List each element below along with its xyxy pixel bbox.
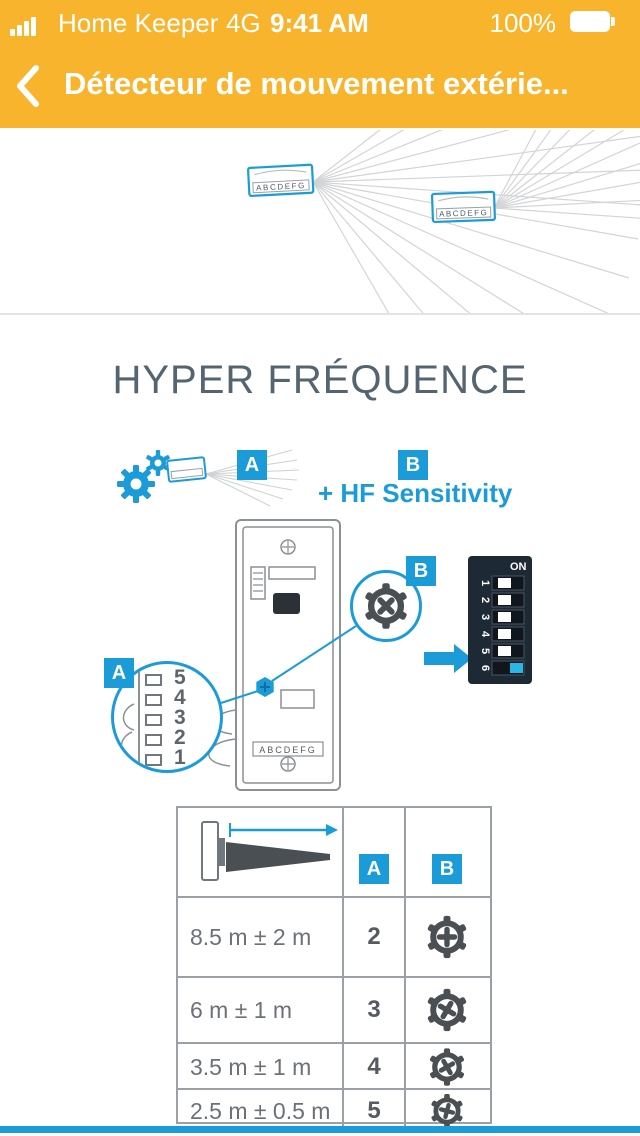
nav-bar: Détecteur de mouvement extérie...	[0, 44, 640, 128]
signal-strength-icon	[10, 16, 36, 36]
dip-number: 5	[174, 666, 186, 689]
svg-text:ON: ON	[510, 561, 527, 573]
hf-sensitivity-label: + HF Sensitivity	[318, 478, 513, 508]
callout-a-tag: A	[104, 658, 134, 688]
range-illustration-cell	[178, 808, 342, 896]
chevron-left-icon	[17, 65, 39, 107]
dip-number: 2	[174, 726, 186, 749]
distance-value: 6 m ± 1 m	[190, 996, 293, 1023]
svg-text:1: 1	[479, 580, 491, 586]
page-title: Détecteur de mouvement extérie...	[64, 66, 569, 101]
range-settings-table: A B 8.5 m ± 2 m 2	[176, 806, 492, 1132]
dial-cell	[404, 1090, 488, 1132]
dip-knob-side	[145, 714, 162, 726]
dip-number: 3	[174, 706, 186, 729]
svg-text:6: 6	[479, 665, 491, 671]
sensitivity-dial-icon	[365, 583, 407, 629]
dial-cell	[404, 978, 488, 1042]
callout-a-circle: 5 4 3 2 1	[111, 661, 223, 773]
table-row: 2.5 m ± 0.5 m 5	[178, 1088, 490, 1132]
label-a-tag: A	[237, 450, 267, 480]
dip-edge-line	[138, 668, 140, 770]
status-bar: Home Keeper 4G 9:41 AM 100%	[0, 0, 640, 44]
beam-fan-right	[493, 130, 640, 219]
network-type-label: 4G	[226, 8, 261, 38]
table-row: 8.5 m ± 2 m 2	[178, 896, 490, 976]
battery-percent-label: 100%	[489, 8, 557, 38]
battery-icon	[570, 11, 615, 32]
callout-b-circle	[350, 570, 422, 642]
switch-value: 4	[342, 1044, 404, 1090]
dial-cell	[404, 898, 488, 976]
detection-beams-diagram: ABCDEFG ABCDEFG	[247, 130, 640, 313]
switch-value: 5	[342, 1090, 404, 1132]
col-a-tag: A	[359, 854, 389, 884]
hf-adjust-screw-icon	[256, 677, 274, 697]
device-diagram-art: ABCDEFG	[208, 519, 472, 791]
dip-knob-side	[145, 734, 162, 746]
dip-knob-side	[145, 754, 162, 766]
dip-knob-side	[145, 694, 162, 706]
clock-label: 9:41 AM	[270, 8, 369, 38]
dip-number: 1	[174, 746, 186, 769]
dial-cell	[404, 1044, 488, 1090]
dip-knobs	[498, 578, 523, 673]
svg-text:5: 5	[479, 648, 491, 654]
col-b-header: B	[404, 808, 488, 896]
distance-value: 2.5 m ± 0.5 m	[190, 1097, 331, 1124]
device-diagram: ABCDEFG	[0, 515, 640, 815]
dip-knob-side	[145, 674, 162, 686]
sensitivity-dial-icon	[427, 988, 467, 1032]
switch-value: 2	[342, 898, 404, 976]
callout-b-tag: B	[406, 556, 436, 586]
section-divider	[0, 313, 640, 315]
settings-gears-icon	[117, 450, 170, 503]
svg-text:2: 2	[479, 597, 491, 603]
svg-text:ABCDEFG: ABCDEFG	[259, 745, 317, 755]
bottom-accent-line	[0, 1126, 640, 1133]
table-header-row: A B	[178, 808, 490, 896]
sensitivity-dial-icon	[429, 1048, 465, 1086]
table-row: 6 m ± 1 m 3	[178, 976, 490, 1042]
arrow-right-icon	[424, 644, 472, 673]
col-a-header: A	[342, 808, 404, 896]
callout-a-cables	[120, 703, 135, 759]
table-row: 3.5 m ± 1 m 4	[178, 1042, 490, 1090]
range-illustration-icon	[201, 821, 338, 881]
svg-text:3: 3	[479, 614, 491, 620]
svg-text:4: 4	[479, 631, 491, 638]
switch-value: 3	[342, 978, 404, 1042]
detector-label: ABCDEFG	[256, 181, 306, 193]
section-title: HYPER FRÉQUENCE	[112, 358, 528, 402]
carrier-label: Home Keeper	[58, 8, 219, 38]
device-lens-strip: ABCDEFG	[252, 741, 324, 757]
detector-icon-right: ABCDEFG	[430, 190, 496, 224]
detector-label: ABCDEFG	[439, 208, 488, 219]
screw-bottom-icon	[280, 756, 296, 772]
sensitivity-dial-icon	[427, 915, 467, 959]
detector-icon-left: ABCDEFG	[247, 163, 315, 197]
distance-value: 8.5 m ± 2 m	[190, 923, 312, 950]
screw-top-icon	[280, 539, 296, 555]
dip-number: 4	[174, 686, 186, 709]
sensitivity-dial-icon	[431, 1093, 463, 1129]
dip-knob-6-highlighted	[510, 663, 523, 673]
distance-value: 3.5 m ± 1 m	[190, 1053, 312, 1080]
label-b-tag: B	[398, 450, 428, 480]
dip-switch-block: ON 1 2 3 4 5 6	[468, 556, 532, 684]
col-b-tag: B	[432, 854, 462, 884]
back-button[interactable]	[10, 58, 54, 114]
